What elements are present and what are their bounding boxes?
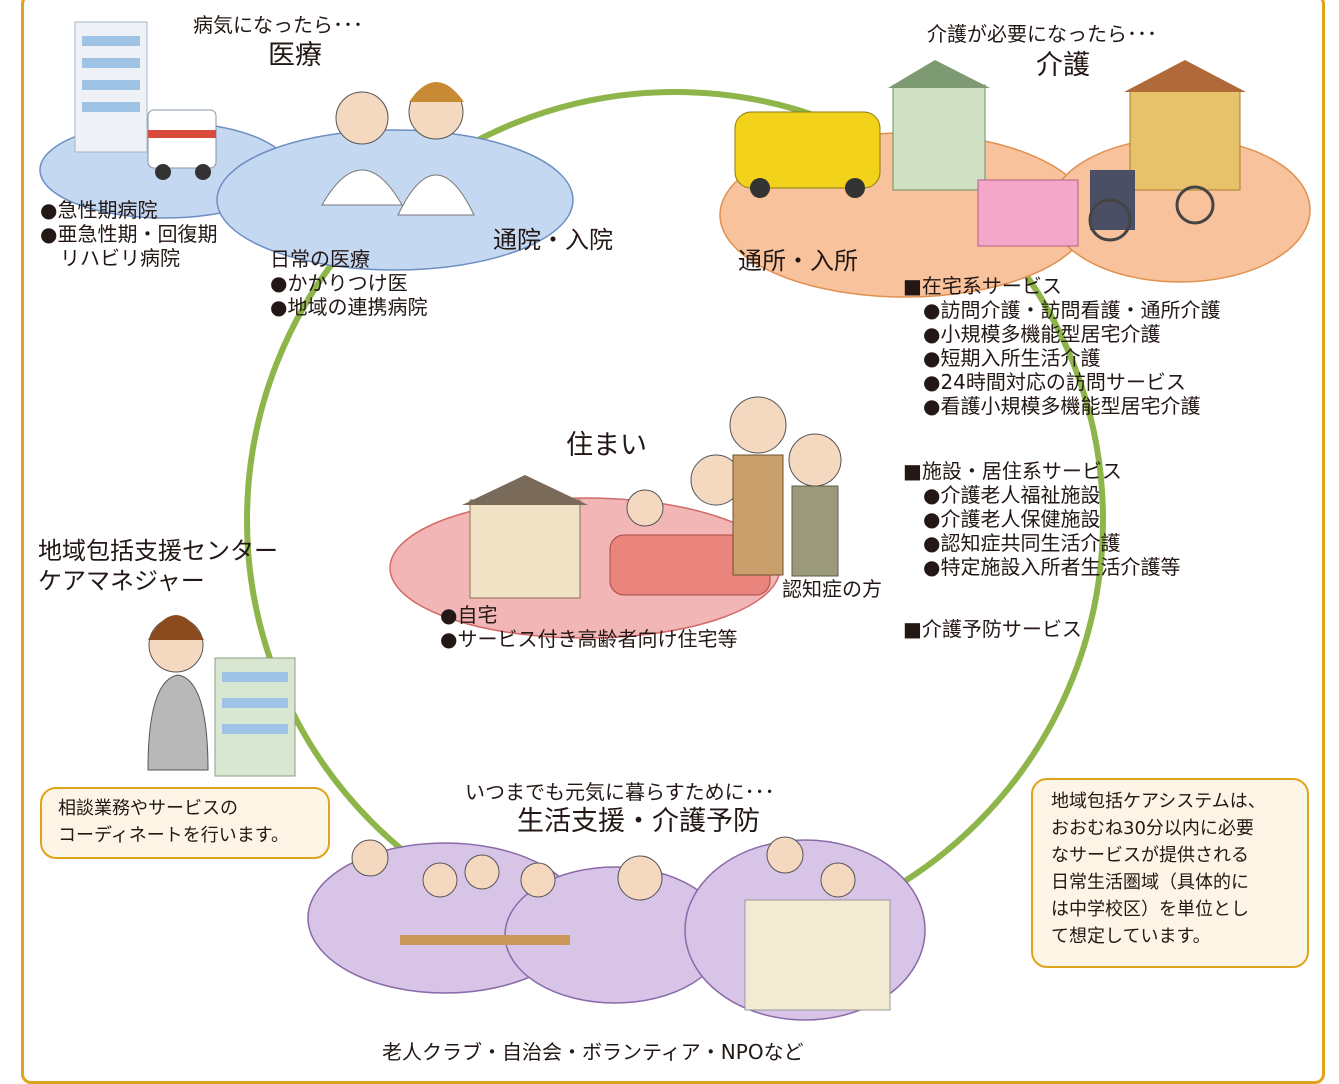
facility-service-item: ●認知症共同生活介護 — [923, 531, 1121, 555]
daily-medical-heading: 日常の医療 — [270, 247, 370, 271]
care-title: 介護 — [1036, 50, 1090, 81]
home-service-item: ●24時間対応の訪問サービス — [923, 370, 1186, 394]
doctors-illustration — [321, 82, 475, 216]
system-note-line: 日常生活圏域（具体的に — [1051, 872, 1249, 893]
care-lead: 介護が必要になったら･･･ — [927, 22, 1157, 46]
system-note-line: おおむね30分以内に必要 — [1051, 818, 1254, 839]
system-note-line: 地域包括ケアシステムは、 — [1051, 791, 1266, 812]
housing-item: ●サービス付き高齢者向け住宅等 — [440, 627, 738, 651]
housing-item: ●自宅 — [440, 603, 498, 627]
system-note-box: 地域包括ケアシステムは、 おおむね30分以内に必要 なサービスが提供される 日常… — [1031, 778, 1309, 968]
hospital-item: リハビリ病院 — [60, 246, 180, 270]
care-visit-label: 通所・入所 — [738, 247, 858, 275]
housing-title: 住まい — [566, 430, 647, 461]
community-activity-illustration — [351, 836, 891, 1011]
prevention-services-heading: ■介護予防サービス — [903, 617, 1082, 641]
home-service-item: ●小規模多機能型居宅介護 — [923, 322, 1161, 346]
system-note-line: は中学校区）を単位とし — [1051, 899, 1249, 920]
support-title: 生活支援・介護予防 — [517, 806, 760, 837]
center-note-box: 相談業務やサービスの コーディネートを行います。 — [40, 787, 330, 859]
daily-medical-item: ●かかりつけ医 — [270, 271, 408, 295]
medical-visit-label: 通院・入院 — [493, 226, 613, 254]
care-manager-illustration — [147, 615, 296, 777]
support-center-title: 地域包括支援センター — [38, 537, 278, 565]
community-groups-label: 老人クラブ・自治会・ボランティア・NPOなど — [382, 1040, 804, 1064]
care-manager-title: ケアマネジャー — [38, 567, 205, 595]
center-note-line: 相談業務やサービスの — [58, 798, 238, 819]
support-lead: いつまでも元気に暮らすために･･･ — [465, 780, 775, 804]
home-service-item: ●短期入所生活介護 — [923, 346, 1101, 370]
hospital-item: ●亜急性期・回復期 — [40, 222, 218, 246]
dementia-label: 認知症の方 — [782, 577, 882, 601]
family-home-illustration — [462, 396, 842, 599]
daily-medical-list: 日常の医療 ●かかりつけ医 ●地域の連携病院 — [270, 247, 427, 319]
facility-service-item: ●介護老人保健施設 — [923, 507, 1101, 531]
facility-services-list: ■施設・居住系サービス ●介護老人福祉施設 ●介護老人保健施設 ●認知症共同生活… — [903, 459, 1180, 579]
facility-services-heading: ■施設・居住系サービス — [903, 459, 1122, 483]
home-services-heading: ■在宅系サービス — [903, 274, 1062, 298]
system-note-line: なサービスが提供される — [1051, 845, 1249, 866]
medical-lead: 病気になったら･･･ — [193, 13, 363, 37]
center-note-line: コーディネートを行います。 — [58, 825, 289, 846]
daily-medical-item: ●地域の連携病院 — [270, 295, 428, 319]
hospital-item: ●急性期病院 — [40, 198, 158, 222]
hospital-list: ●急性期病院 ●亜急性期・回復期 リハビリ病院 — [40, 198, 217, 270]
hospital-illustration — [74, 21, 217, 180]
housing-list: ●自宅 ●サービス付き高齢者向け住宅等 — [440, 603, 737, 651]
facility-service-item: ●特定施設入所者生活介護等 — [923, 555, 1181, 579]
home-services-list: ■在宅系サービス ●訪問介護・訪問看護・通所介護 ●小規模多機能型居宅介護 ●短… — [903, 274, 1220, 418]
care-facility-illustration — [734, 60, 1246, 247]
facility-service-item: ●介護老人福祉施設 — [923, 483, 1101, 507]
home-service-item: ●訪問介護・訪問看護・通所介護 — [923, 298, 1221, 322]
home-service-item: ●看護小規模多機能型居宅介護 — [923, 394, 1201, 418]
system-note-line: て想定しています。 — [1051, 926, 1211, 947]
medical-title: 医療 — [268, 40, 322, 71]
